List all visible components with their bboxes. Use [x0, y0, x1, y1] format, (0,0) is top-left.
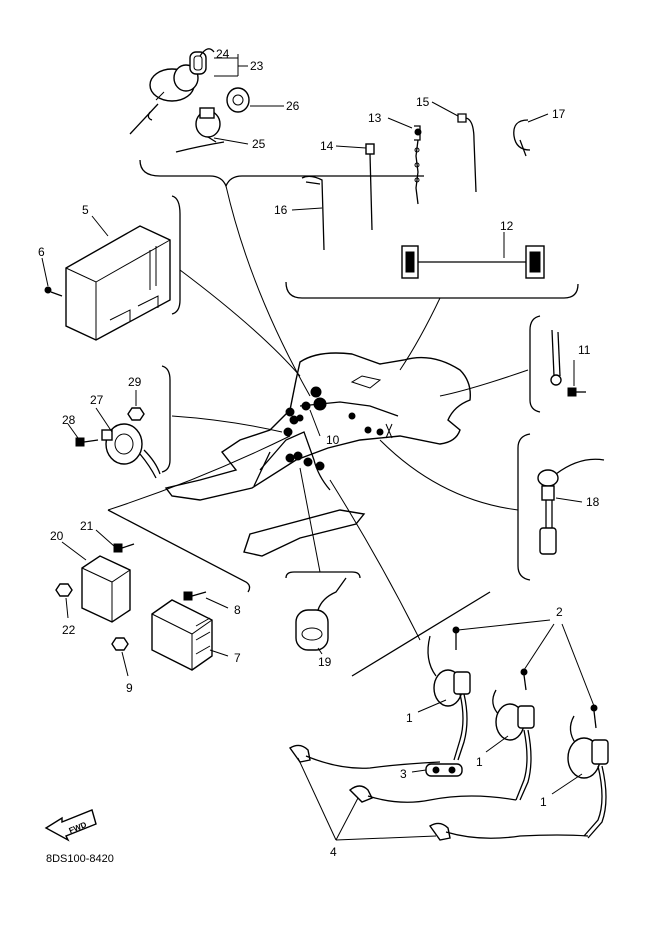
- part-8-bolt[interactable]: [183, 591, 207, 601]
- callout-6: 6: [38, 245, 45, 259]
- part-2-bolts[interactable]: [452, 626, 598, 729]
- callout-8: 8: [234, 603, 241, 617]
- callout-leaders: [41, 54, 595, 841]
- callout-1a: 1: [406, 711, 413, 725]
- part-21-bolt[interactable]: [113, 543, 135, 553]
- part-26-nut[interactable]: [226, 87, 250, 113]
- callout-15: 15: [416, 95, 430, 109]
- part-9-nut[interactable]: [111, 637, 129, 651]
- callout-1b: 1: [476, 755, 483, 769]
- callout-16: 16: [274, 203, 288, 217]
- part-11-ground-lead[interactable]: [550, 329, 586, 397]
- callout-labels: 24 23 26 25 15 13 17 14 16 12 5 6 11 29 …: [38, 47, 600, 859]
- callout-20: 20: [50, 529, 64, 543]
- part-3-joint[interactable]: [425, 763, 463, 777]
- ecu-part[interactable]: [65, 225, 171, 341]
- part-7-regulator[interactable]: [151, 599, 213, 671]
- ignition-coil-1-middle[interactable]: [492, 689, 535, 801]
- callout-23: 23: [250, 59, 264, 73]
- part-28-bolt[interactable]: [75, 437, 99, 447]
- callout-19: 19: [318, 655, 332, 669]
- callout-26: 26: [286, 99, 300, 113]
- callout-28: 28: [62, 413, 76, 427]
- fwd-arrow-icon: FWD: [44, 809, 97, 842]
- ignition-coil-1-lower[interactable]: [567, 715, 609, 839]
- part-15-cable-tie[interactable]: [457, 113, 477, 193]
- ignition-coil-1-top[interactable]: [427, 635, 471, 761]
- part-17-clip[interactable]: [513, 119, 531, 157]
- part-16-band[interactable]: [301, 175, 325, 251]
- callout-12: 12: [500, 219, 514, 233]
- callout-3: 3: [400, 767, 407, 781]
- part-20-rectifier[interactable]: [81, 555, 131, 623]
- part-4-plug-caps[interactable]: [288, 744, 589, 841]
- part-13-clamp[interactable]: [414, 125, 422, 205]
- part-22-nut[interactable]: [55, 583, 73, 597]
- part-19-condenser[interactable]: [295, 577, 347, 651]
- part-14-cable-tie[interactable]: [365, 143, 375, 231]
- callout-25: 25: [252, 137, 266, 151]
- callout-9: 9: [126, 681, 133, 695]
- part-18-sensor[interactable]: [537, 458, 605, 555]
- top-group-bracket: [139, 159, 579, 299]
- callout-18: 18: [586, 495, 600, 509]
- part-6-screw[interactable]: [44, 286, 63, 297]
- callout-2: 2: [556, 605, 563, 619]
- callout-17: 17: [552, 107, 566, 121]
- part-25-sensor[interactable]: [175, 107, 225, 153]
- part-27-sensor[interactable]: [101, 423, 161, 479]
- callout-5: 5: [82, 203, 89, 217]
- callout-14: 14: [320, 139, 334, 153]
- callout-11: 11: [578, 343, 591, 357]
- part-12-holder[interactable]: [401, 245, 545, 279]
- callout-29: 29: [128, 375, 142, 389]
- part-29-nut[interactable]: [127, 407, 145, 421]
- callout-21: 21: [80, 519, 94, 533]
- callout-27: 27: [90, 393, 104, 407]
- leader-lines: [107, 185, 529, 641]
- callout-24: 24: [216, 47, 230, 61]
- catalog-code: 8DS100-8420: [46, 853, 114, 865]
- main-switch-part[interactable]: [129, 48, 215, 135]
- callout-7: 7: [234, 651, 241, 665]
- callout-4: 4: [330, 845, 337, 859]
- callout-1c: 1: [540, 795, 547, 809]
- callout-22: 22: [62, 623, 76, 637]
- callout-10: 10: [326, 433, 340, 447]
- frame-and-harness: [164, 352, 471, 557]
- callout-13: 13: [368, 111, 382, 125]
